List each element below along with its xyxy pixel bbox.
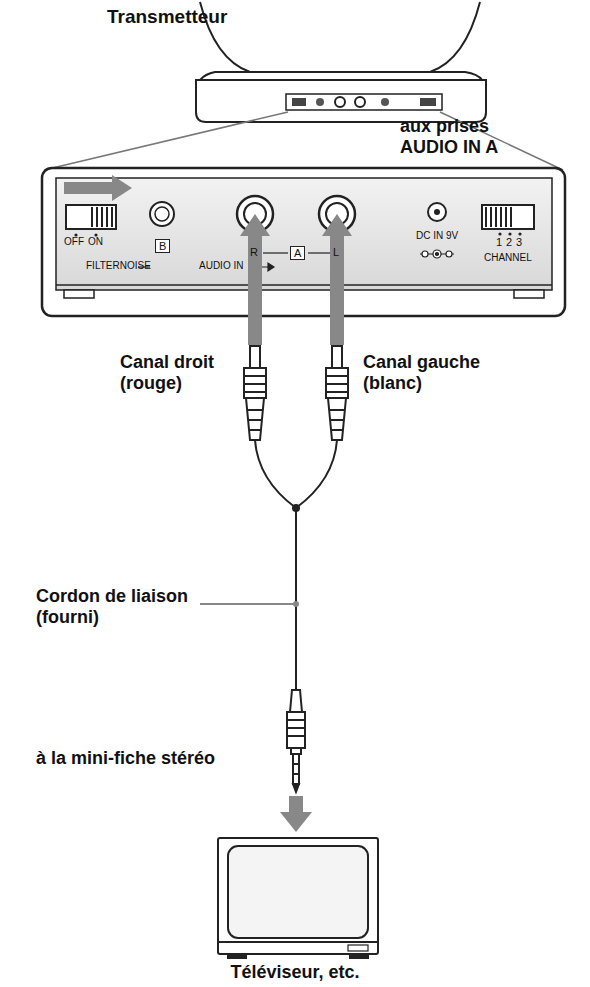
cable-label: Cordon de liaison (fourni) <box>36 586 216 627</box>
jack-label: R <box>250 246 258 259</box>
switch-label: FILTERNOISE <box>86 260 151 272</box>
channel-number: 3 <box>516 236 522 249</box>
rca-plug <box>244 346 348 440</box>
jack-group-label: AUDIO IN <box>199 260 243 272</box>
insert-arrow <box>240 214 352 345</box>
panel-zoom <box>42 168 565 316</box>
channel-number: 1 <box>496 236 502 249</box>
switch-label: ON <box>88 236 103 248</box>
channel-number: 2 <box>506 236 512 249</box>
cable <box>255 440 337 690</box>
plug-label: à la mini-fiche stéréo <box>36 748 215 769</box>
television <box>218 838 378 958</box>
device-title: Transmetteur <box>107 6 227 28</box>
channel-label: Canal droit (rouge) <box>120 352 240 393</box>
mini-plug <box>287 690 305 792</box>
jack-label: A <box>290 246 305 260</box>
switch-label: CHANNEL <box>484 252 532 264</box>
transmitter-drawing <box>196 2 486 122</box>
switch-label: OFF <box>64 236 84 248</box>
power-jack-label: DC IN 9V <box>416 230 458 242</box>
callout-text: aux prises AUDIO IN A <box>400 116 528 157</box>
device-label: Téléviseur, etc. <box>0 962 590 983</box>
jack-label: L <box>333 246 339 259</box>
jack-label: B <box>155 239 170 253</box>
channel-label: Canal gauche (blanc) <box>363 352 498 393</box>
